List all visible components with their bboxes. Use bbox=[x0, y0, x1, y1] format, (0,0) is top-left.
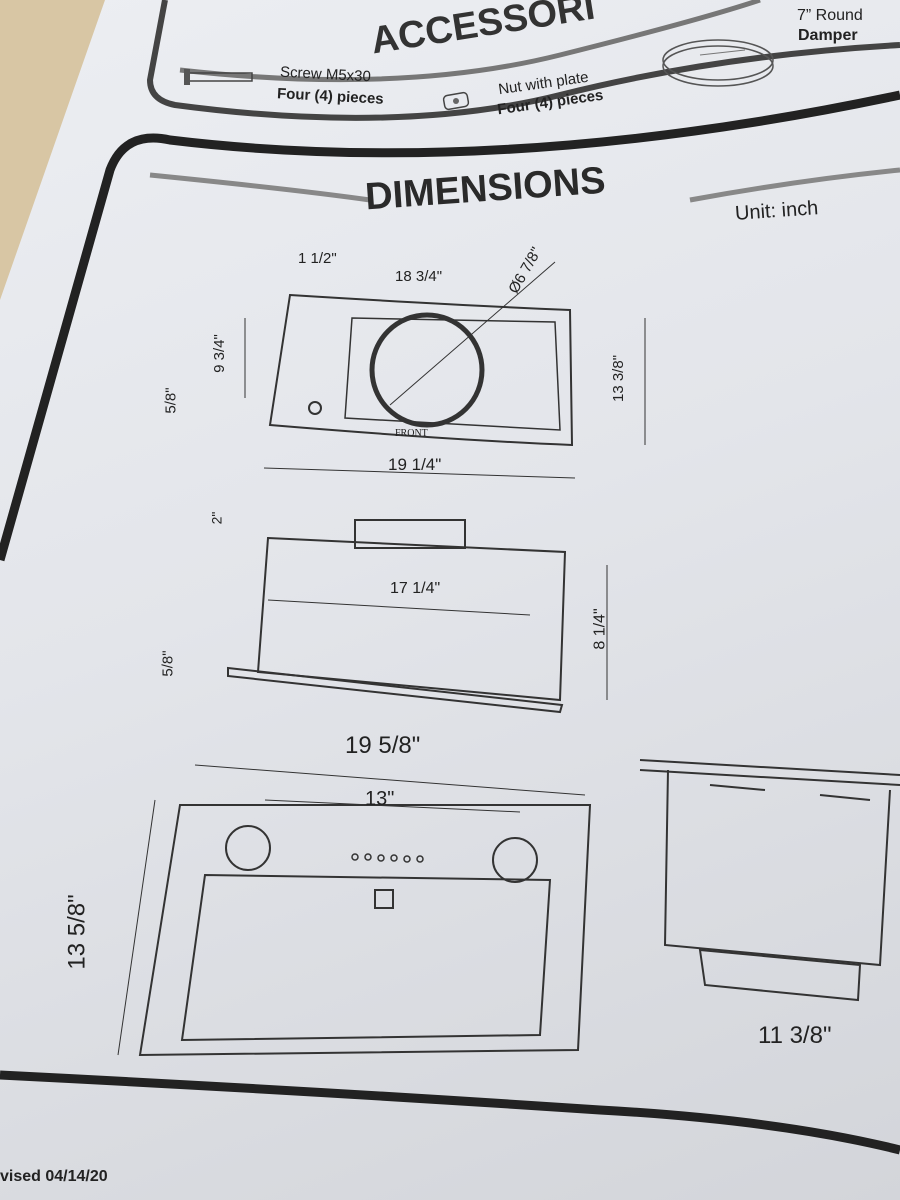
dim-side-1: 2" bbox=[208, 511, 225, 525]
dim-bottom-3: 13 5/8" bbox=[63, 894, 91, 970]
dim-bottom-1: 19 5/8" bbox=[345, 732, 421, 759]
dim-end-1: 11 3/8" bbox=[758, 1022, 832, 1049]
bottom-view-drawing bbox=[117, 764, 592, 1057]
dim-top-1: 1 1/2" bbox=[298, 250, 337, 267]
top-view-drawing bbox=[244, 261, 646, 479]
revised-date: vised 04/14/20 bbox=[0, 1168, 108, 1185]
damper-name: 7” Round bbox=[797, 7, 863, 24]
damper-icon bbox=[662, 39, 774, 87]
dim-top-4: 9 3/4" bbox=[210, 334, 228, 373]
accessories-frame bbox=[146, 0, 900, 121]
damper-qty: Damper bbox=[798, 27, 858, 44]
dim-top-6: 13 3/8" bbox=[610, 354, 628, 403]
front-label: FRONT bbox=[395, 428, 428, 439]
dim-side-3: 8 1/4" bbox=[591, 608, 609, 650]
dim-side-4: 5/8" bbox=[159, 650, 177, 677]
side-view-drawing bbox=[227, 519, 608, 714]
screw-icon bbox=[184, 69, 253, 85]
end-view-drawing bbox=[639, 759, 900, 1002]
accessories-title-rule bbox=[179, 0, 761, 83]
dimensions-frame bbox=[0, 90, 900, 562]
dim-top-7: 19 1/4" bbox=[388, 455, 442, 474]
dim-bottom-2: 13" bbox=[365, 788, 395, 810]
dim-side-2: 17 1/4" bbox=[390, 580, 441, 597]
dim-top-2: 18 3/4" bbox=[395, 268, 443, 285]
nut-plate-icon bbox=[442, 91, 470, 111]
dim-top-5: 5/8" bbox=[162, 387, 180, 414]
